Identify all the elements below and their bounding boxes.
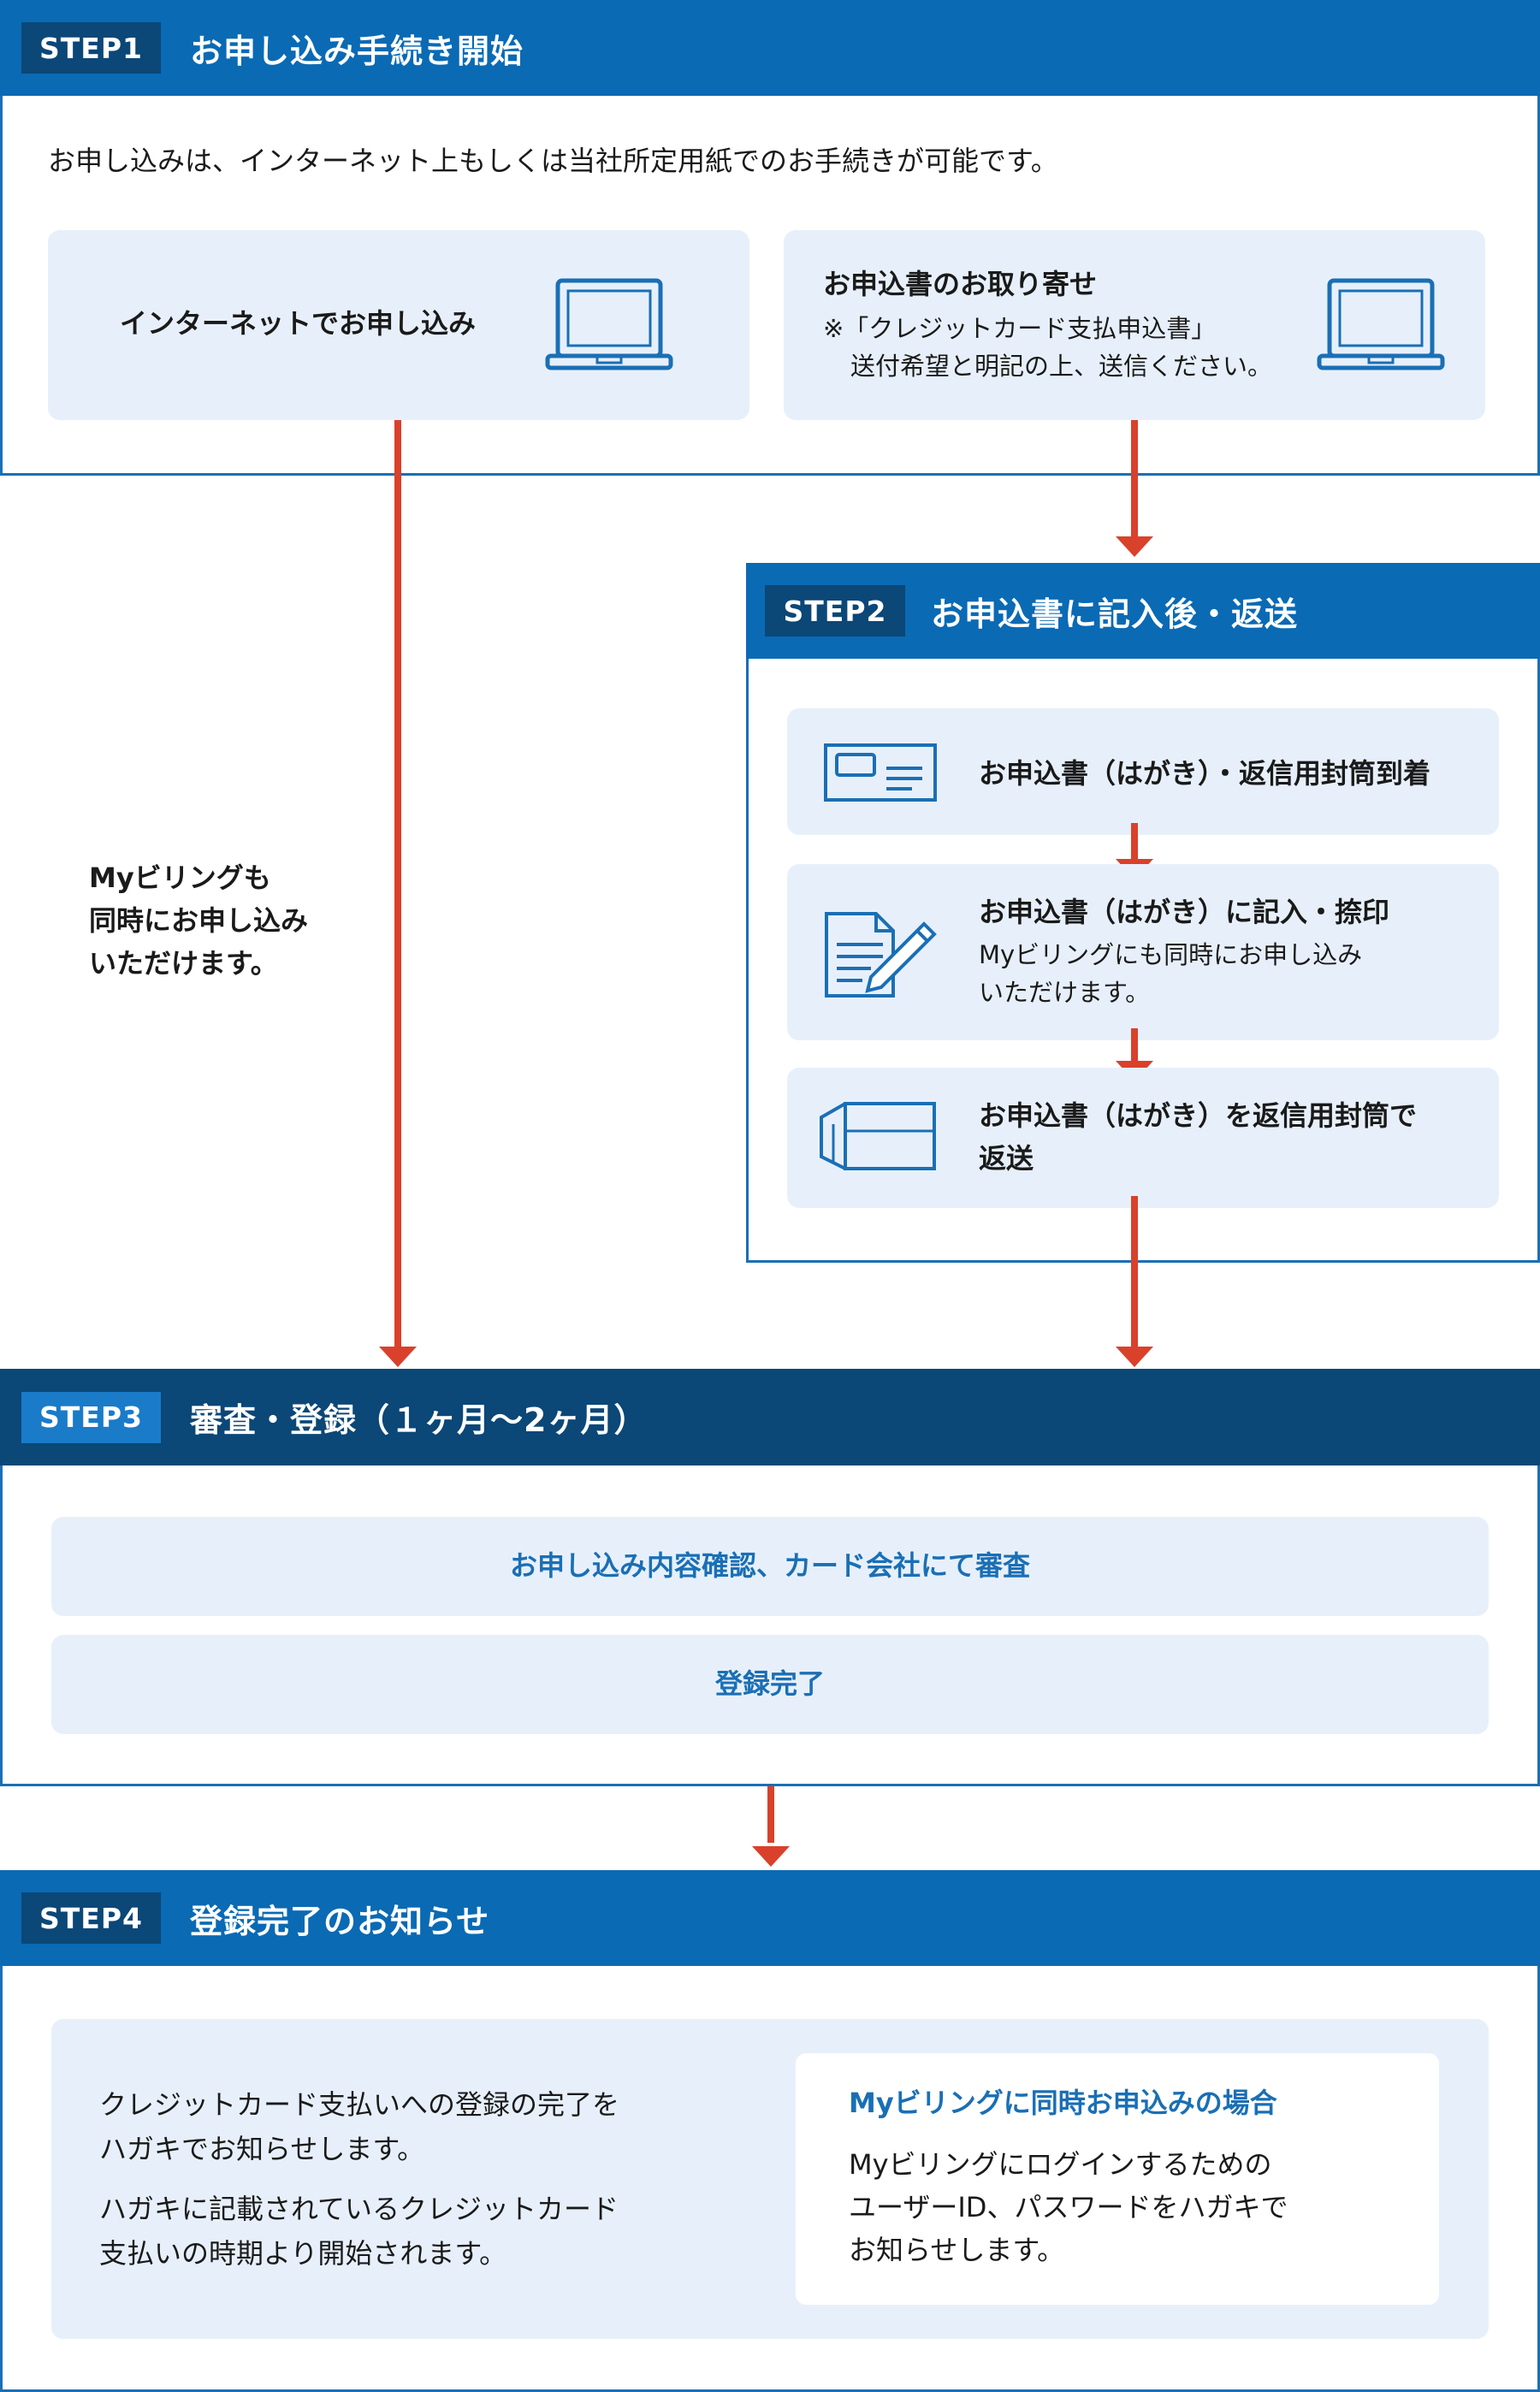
mail-request-title: お申込書のお取り寄せ [823,268,1098,300]
laptop-icon [544,275,674,375]
step2-item-return-line1: お申込書（はがき）を返信用封筒で [979,1099,1418,1132]
flow-arrow-mail-head [1116,536,1153,557]
flow-arrow-step2-line [1131,1196,1138,1350]
return-envelope-icon [816,1100,939,1174]
step3-header: STEP3 審査・登録（１ヶ月〜2ヶ月） [0,1369,1540,1465]
step3-badge: STEP3 [21,1391,161,1443]
step4-title: 登録完了のお知らせ [190,1902,490,1940]
step2-header: STEP2 お申込書に記入後・返送 [746,563,1540,659]
envelope-icon [823,743,938,802]
mail-request-card[interactable] [784,230,1485,420]
step2-item-arrival-label: お申込書（はがき）・返信用封筒到着 [979,757,1431,790]
laptop-icon [1316,275,1446,375]
step4-left-p1-l1: クレジットカード支払いへの登録の完了を [99,2088,620,2121]
internet-apply-label: インターネットでお申し込み [120,307,477,340]
step2-arrow-1-line [1131,823,1138,869]
internet-apply-card[interactable] [48,230,749,420]
left-note-line1: Myビリングも [89,861,271,894]
mail-request-note-2: 送付希望と明記の上、送信ください。 [850,352,1273,381]
document-pen-icon [823,910,939,999]
step2-item-fill-in-title: お申込書（はがき）に記入・捺印 [979,896,1390,928]
flow-arrow-mail-line [1131,420,1138,538]
step2-title: お申込書に記入後・返送 [931,595,1299,633]
step2-item-fill-in-note-1: Myビリングにも同時にお申し込み [979,940,1363,969]
step2-item-fill-in-note-2: いただけます。 [979,978,1151,1007]
step1-header: STEP1 お申し込み手続き開始 [0,0,1540,96]
step2-item-arrival [787,708,1499,835]
step2-arrow-2-line [1131,1028,1138,1075]
mail-request-note-1: ※「クレジットカード支払申込書」 [823,314,1217,343]
step3-item-review-label: お申し込み内容確認、カード会社にて審査 [509,1549,1030,1583]
step4-left-p2-l2: 支払いの時期より開始されます。 [99,2237,507,2270]
step4-header: STEP4 登録完了のお知らせ [0,1870,1540,1966]
step4-left-p2-l1: ハガキに記載されているクレジットカード [99,2193,619,2225]
step3-item-review: お申し込み内容確認、カード会社にて審査 [51,1517,1489,1616]
flow-arrow-internet-line [394,420,401,1350]
step3-item-registered-label: 登録完了 [714,1667,825,1701]
flow-arrow-step3-head [752,1846,790,1867]
flow-arrow-internet-head [379,1347,417,1367]
mybilling-info-l3: お知らせします。 [849,2234,1065,2266]
step4-left-p1-l2: ハガキでお知らせします。 [99,2133,425,2165]
flow-arrow-step2-head [1116,1347,1153,1367]
step3-item-registered: 登録完了 [51,1635,1489,1734]
left-note-line3: いただけます。 [89,947,278,980]
step2-badge: STEP2 [765,585,905,636]
mybilling-info-title: Myビリングに同時お申込みの場合 [849,2087,1277,2119]
step1-title: お申し込み手続き開始 [190,32,524,70]
step1-badge: STEP1 [21,22,161,74]
step3-title: 審査・登録（１ヶ月〜2ヶ月） [190,1401,648,1439]
step4-badge: STEP4 [21,1892,161,1944]
step2-item-return-line2: 返送 [979,1142,1034,1175]
flow-arrow-step3-line [767,1786,774,1843]
step1-intro: お申し込みは、インターネット上もしくは当社所定用紙でのお手続きが可能です。 [48,145,1058,177]
left-note-line2: 同時にお申し込み [89,904,309,937]
mybilling-info-l1: Myビリングにログインするための [849,2148,1272,2181]
step2-item-return [787,1068,1499,1208]
mybilling-info-box [796,2053,1439,2305]
mybilling-info-l2: ユーザーID、パスワードをハガキで [849,2191,1288,2223]
